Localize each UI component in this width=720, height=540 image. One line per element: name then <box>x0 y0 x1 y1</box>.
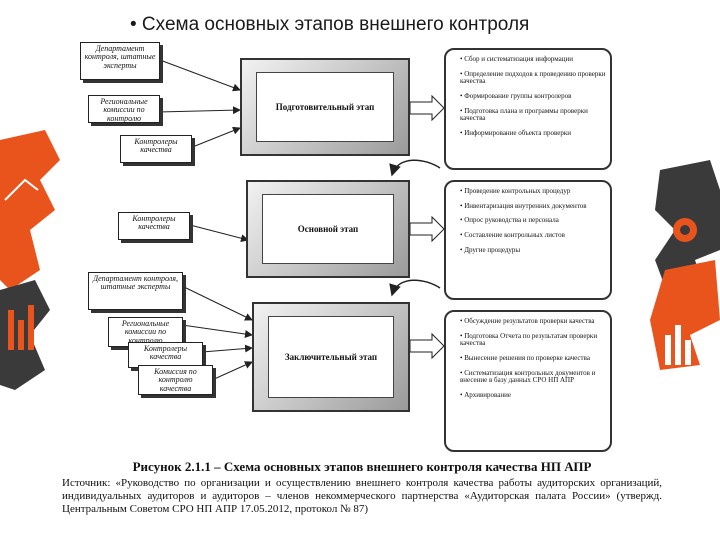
caption-title: Рисунок 2.1.1 – Схема основных этапов вн… <box>132 459 592 474</box>
puzzle-decoration-left <box>0 130 60 390</box>
actor-box: Контролеры качества <box>120 135 192 163</box>
stage-final: Заключительный этап <box>252 302 410 412</box>
activity-item: Подготовка плана и программы проверки ка… <box>460 107 606 123</box>
activity-item: Опрос руководства и персонала <box>460 217 606 225</box>
actor-box: Комиссия по контролю качества <box>138 365 213 395</box>
activity-item: Обсуждение результатов проверки качества <box>460 317 606 326</box>
stage-label: Подготовительный этап <box>256 72 394 142</box>
activity-item: Определение подходов к проведению провер… <box>460 70 606 86</box>
caption-source: Источник: «Руководство по организации и … <box>62 477 662 515</box>
puzzle-decoration-right <box>650 160 720 370</box>
activity-item: Вынесение решения по проверке качества <box>460 354 606 363</box>
stage-label: Заключительный этап <box>268 316 394 398</box>
diagram-figure: Департамент контроля, штатные эксперты Р… <box>80 40 640 455</box>
actor-box: Контролеры качества <box>118 212 190 240</box>
activity-item: Другие процедуры <box>460 246 606 255</box>
activity-item: Информирование объекта проверки <box>460 129 606 138</box>
activity-item: Архивирование <box>460 391 606 400</box>
stage-main: Основной этап <box>246 180 410 278</box>
actor-box: Региональные комиссии по контролю <box>88 95 160 123</box>
activity-item: Проведение контрольных процедур <box>460 187 606 196</box>
activity-item: Сбор и систематизация информации <box>460 55 606 64</box>
diagram-arrows <box>157 59 445 381</box>
activities-panel-1: Сбор и систематизация информации Определ… <box>444 48 612 170</box>
activity-item: Формирование группы контролеров <box>460 92 606 101</box>
stage-preparatory: Подготовительный этап <box>240 58 410 156</box>
stage-label: Основной этап <box>262 194 394 264</box>
actor-box: Департамент контроля, штатные эксперты <box>88 272 183 310</box>
actor-box: Департамент контроля, штатные эксперты <box>80 42 160 80</box>
activity-item: Составление контрольных листов <box>460 231 606 240</box>
slide-title: • Схема основных этапов внешнего контрол… <box>130 14 530 35</box>
figure-caption: Рисунок 2.1.1 – Схема основных этапов вн… <box>62 459 662 515</box>
activities-panel-2: Проведение контрольных процедур Инвентар… <box>444 180 612 300</box>
activity-item: Подготовка Отчета по результатам проверк… <box>460 332 606 348</box>
activity-item: Систематизация контрольных документов и … <box>460 369 606 385</box>
activities-panel-3: Обсуждение результатов проверки качества… <box>444 310 612 452</box>
activity-item: Инвентаризация внутренних документов <box>460 202 606 211</box>
